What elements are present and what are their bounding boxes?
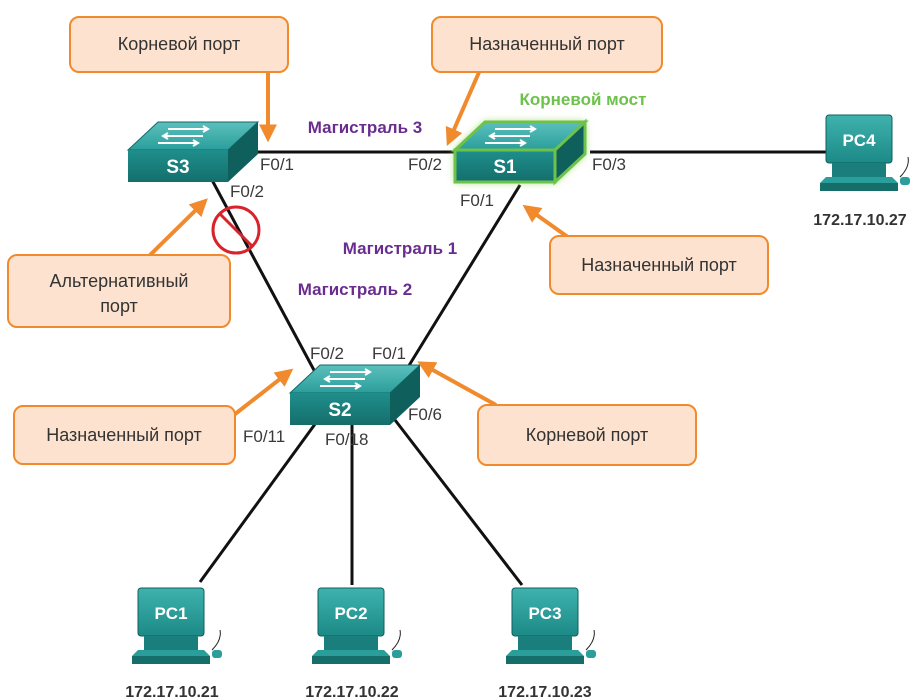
callout-s3-alternate: Альтернативный порт: [7, 254, 231, 328]
callout-s2-designated-text: Назначенный порт: [46, 425, 202, 445]
port-s2-f06: F0/6: [408, 405, 442, 424]
port-s3-f02: F0/2: [230, 182, 264, 201]
mouse-icon: [585, 629, 596, 658]
callout-s3-alternate-line2: порт: [100, 296, 138, 316]
mouse-icon: [211, 629, 222, 658]
link-trunk1: [403, 184, 522, 373]
link-pc1: [198, 419, 320, 583]
callout-arrows: [143, 69, 574, 420]
port-s1-f01: F0/1: [460, 191, 494, 210]
switch-s2[interactable]: S2: [288, 364, 422, 425]
root-bridge-label: Корневой мост: [520, 90, 647, 109]
port-s3-f01: F0/1: [260, 155, 294, 174]
callout-s3-alternate-line1: Альтернативный: [50, 271, 189, 291]
pc2-label: PC2: [334, 604, 367, 623]
callout-s1-designated-top-text: Назначенный порт: [469, 34, 625, 54]
mouse-icon: [899, 156, 910, 185]
callout-s2-designated: Назначенный порт: [13, 405, 236, 465]
pc1-ip: 172.17.10.21: [125, 684, 219, 700]
arrow-s1-designated-top: [445, 69, 482, 146]
links: [198, 150, 828, 586]
arrow-s3-alternate: [143, 198, 208, 262]
pc1-label: PC1: [154, 604, 187, 623]
pc3-ip: 172.17.10.23: [498, 684, 592, 700]
link-trunk2: [210, 179, 317, 373]
port-s2-f01: F0/1: [372, 344, 406, 363]
port-s2-f011: F0/11: [243, 427, 285, 446]
switch-s1[interactable]: S1: [451, 118, 589, 186]
callout-s3-root-port: Корневой порт: [69, 16, 289, 73]
pc4-label: PC4: [842, 131, 876, 150]
port-s1-f02: F0/2: [408, 155, 442, 174]
callout-s3-root-port-text: Корневой порт: [118, 34, 241, 54]
pc4-ip: 172.17.10.27: [813, 212, 907, 229]
pc2-ip: 172.17.10.22: [305, 684, 399, 700]
switch-s1-label: S1: [493, 157, 517, 178]
trunk2-label: Магистраль 2: [298, 280, 412, 299]
callout-s1-designated-right: Назначенный порт: [549, 235, 769, 295]
arrow-s1-designated-right: [522, 204, 574, 242]
callout-s1-designated-right-text: Назначенный порт: [581, 255, 737, 275]
port-s2-f02: F0/2: [310, 344, 344, 363]
arrow-s2-designated: [228, 368, 294, 420]
switch-arrows-icon: [320, 368, 372, 390]
pc3-label: PC3: [528, 604, 561, 623]
callout-s2-root-port: Корневой порт: [477, 404, 697, 466]
callout-s1-designated-top: Назначенный порт: [431, 16, 663, 73]
port-s1-f03: F0/3: [592, 155, 626, 174]
switch-arrows-icon: [485, 125, 537, 147]
pc-pc3[interactable]: PC3: [506, 587, 596, 664]
mouse-icon: [391, 629, 402, 658]
switch-arrows-icon: [158, 125, 210, 147]
port-s2-f018: F0/18: [325, 430, 368, 449]
pc-pc1[interactable]: PC1: [132, 587, 222, 664]
callout-s2-root-port-text: Корневой порт: [526, 425, 649, 445]
trunk3-label: Магистраль 3: [308, 118, 422, 137]
pc-pc4[interactable]: PC4: [820, 114, 910, 191]
trunk1-label: Магистраль 1: [343, 239, 457, 258]
blocked-port-icon: [211, 205, 261, 255]
switch-s3[interactable]: S3: [126, 121, 260, 182]
pc-pc2[interactable]: PC2: [312, 587, 402, 664]
link-pc3: [393, 419, 524, 586]
switch-s3-label: S3: [166, 157, 189, 178]
switch-s2-label: S2: [328, 400, 351, 421]
arrow-s2-root-port: [417, 361, 497, 407]
